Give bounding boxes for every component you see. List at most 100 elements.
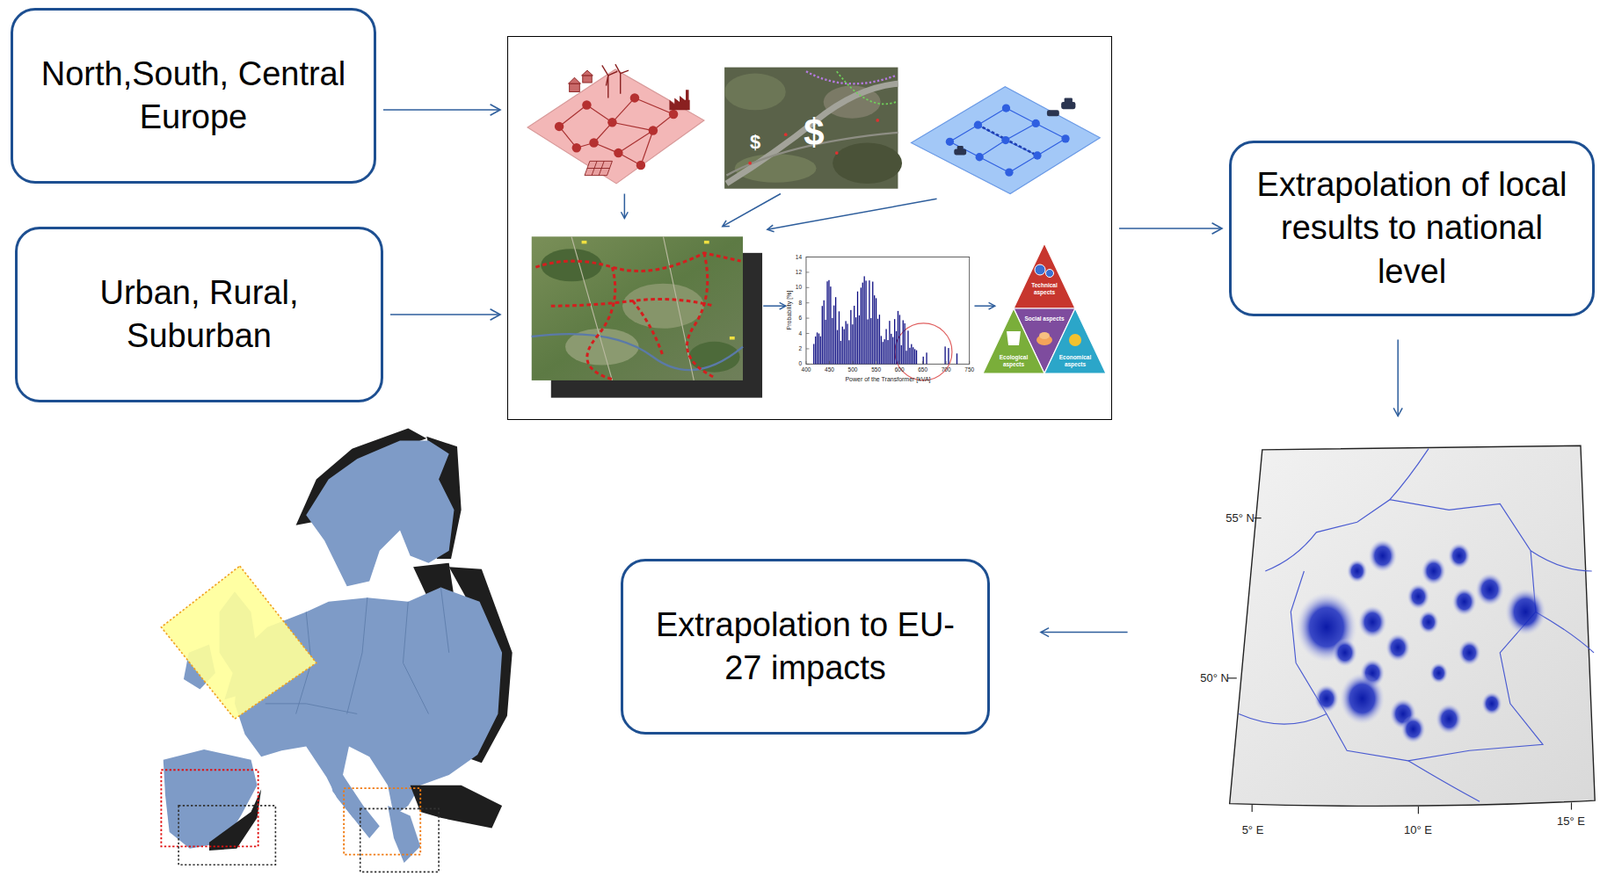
histogram-bar — [885, 329, 887, 365]
illustration-line — [618, 130, 653, 154]
histogram-bar — [923, 356, 924, 364]
illustration-circle — [1001, 136, 1010, 145]
illustration-g — [584, 160, 612, 175]
illustration-ellipse — [1332, 639, 1358, 668]
illustration-ellipse — [724, 73, 786, 111]
national-density-map — [1227, 445, 1595, 815]
histogram-bar — [853, 305, 855, 364]
histogram-bar — [857, 291, 859, 365]
aspect-label: Economical aspects — [1054, 354, 1096, 369]
histogram-bar — [905, 350, 907, 364]
histogram-bar — [880, 335, 882, 364]
illustration-ellipse — [1475, 573, 1505, 606]
histogram-bar — [862, 283, 864, 365]
illustration-line — [634, 97, 674, 115]
histogram-bar — [930, 363, 932, 365]
histogram-bar — [956, 353, 958, 364]
histogram-bar — [938, 363, 939, 365]
histogram-bar — [855, 317, 857, 364]
illustration-ellipse — [1429, 662, 1448, 684]
illustration-circle — [630, 93, 640, 102]
label-anchor: 4 — [798, 330, 802, 337]
process-box: North,South, Central Europe — [10, 7, 377, 184]
histogram-bar — [842, 327, 844, 365]
histogram-bar — [945, 363, 947, 365]
histogram-bar — [895, 331, 897, 365]
illustration-line — [615, 64, 621, 73]
histogram-bar — [873, 295, 875, 364]
illustration-line — [805, 361, 807, 364]
illustration-polyline — [977, 124, 1038, 156]
illustration-rect — [178, 806, 276, 866]
illustration-circle — [636, 160, 646, 170]
aspect-icon — [1006, 331, 1021, 346]
illustration-rect — [806, 256, 970, 364]
histogram-bar — [829, 286, 831, 364]
tick-label: 4 — [798, 330, 802, 337]
illustration-line — [806, 363, 809, 365]
illustration-rect — [360, 808, 439, 873]
illustration-circle — [784, 132, 788, 137]
tick-label: 600 — [894, 366, 905, 373]
illustration-path — [410, 785, 502, 830]
illustration-circle — [607, 117, 617, 127]
histogram-bar — [947, 348, 949, 364]
illustration-line — [922, 361, 924, 364]
histogram-bar — [865, 280, 866, 364]
aspect-label: Social aspects — [1024, 315, 1065, 323]
tick-label: 400 — [801, 366, 812, 373]
illustration-line — [968, 361, 970, 364]
illustration-rect — [582, 75, 592, 83]
illustration-line — [608, 71, 618, 76]
arrow-line — [1119, 227, 1222, 230]
histogram-bar — [890, 334, 892, 364]
illustration-path — [767, 225, 775, 233]
histogram-bar — [844, 320, 846, 364]
histogram-bar — [858, 315, 860, 364]
illustration-ellipse — [1505, 589, 1546, 636]
illustration-path — [531, 334, 743, 371]
histogram-bar — [848, 340, 850, 364]
arrow-line — [383, 109, 501, 111]
histogram-bar — [954, 363, 956, 365]
histogram-bar — [821, 305, 823, 364]
illustration-line — [605, 75, 608, 87]
triangle-segment: Economical aspects — [1044, 308, 1106, 374]
histogram-bar — [917, 363, 919, 365]
tick-label: 650 — [917, 366, 928, 373]
label-anchor: 400 — [801, 366, 812, 373]
illustration-path — [1389, 449, 1429, 501]
tick-label: 0 — [798, 361, 802, 368]
illustration-ellipse — [1339, 673, 1385, 726]
illustration-ellipse — [1385, 633, 1411, 662]
illustration-line — [640, 130, 654, 166]
histogram-bar — [894, 319, 895, 364]
illustration-path — [669, 89, 690, 110]
illustration-polygon — [160, 566, 316, 720]
histogram-bar — [833, 305, 835, 365]
illustration-g — [554, 93, 678, 170]
histogram-bar — [887, 340, 888, 364]
illustration-line — [619, 73, 621, 95]
histogram-bar — [914, 349, 916, 364]
illustration-polyline — [1009, 138, 1066, 173]
illustration-ellipse — [1447, 543, 1471, 569]
illustration-g — [581, 240, 735, 341]
flow-arrow — [1119, 223, 1222, 234]
label-anchor: 6 — [798, 315, 802, 322]
histogram-bar — [949, 363, 951, 365]
illustration-circle — [875, 118, 880, 123]
label-anchor: $ — [803, 112, 824, 153]
histogram-bar — [824, 320, 826, 364]
tick-label: 10 — [795, 284, 802, 291]
illustration-line — [852, 361, 854, 364]
illustration-g — [1238, 449, 1594, 803]
histogram-bar — [936, 363, 938, 365]
label-anchor: 15° E — [1556, 815, 1586, 829]
illustration-rect — [569, 83, 581, 92]
histogram-bar — [904, 323, 906, 364]
illustration-circle — [554, 122, 564, 131]
histogram-bar — [916, 350, 917, 365]
illustration-polyline — [949, 108, 1006, 142]
